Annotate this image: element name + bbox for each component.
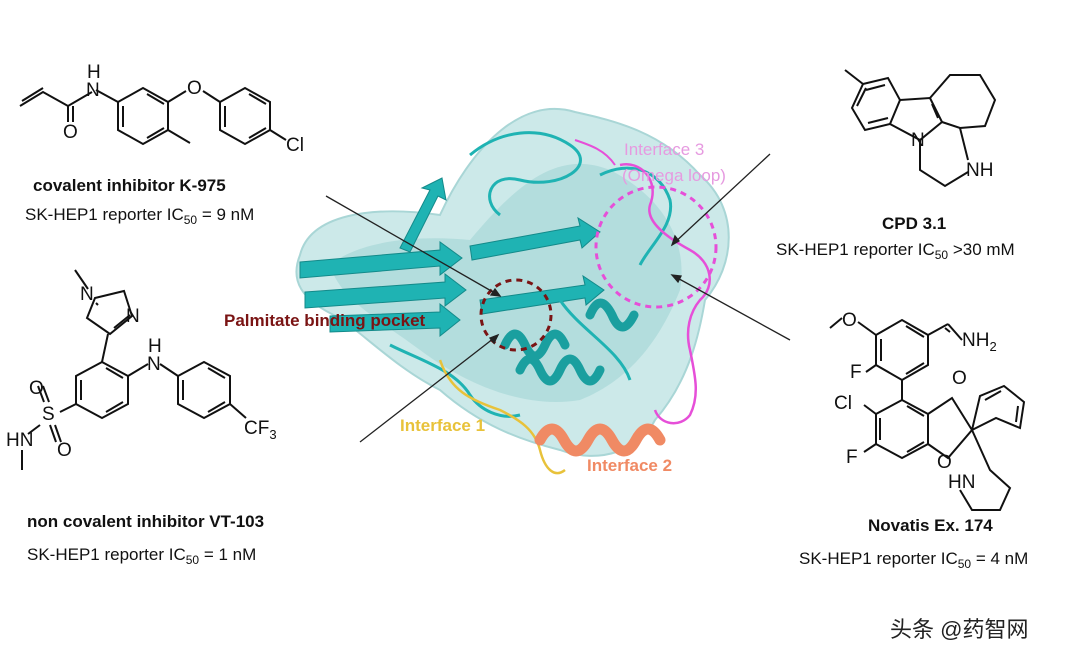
k975-name: covalent inhibitor K-975 bbox=[33, 176, 226, 195]
novartis-atom-o-amide: O bbox=[952, 368, 967, 389]
vt103-atom-h: H bbox=[148, 336, 162, 357]
pointer-vt103 bbox=[359, 334, 499, 443]
pointer-cpd31 bbox=[671, 153, 771, 246]
vt103-atom-hn: HN bbox=[6, 430, 34, 451]
novartis-atom-f1: F bbox=[850, 362, 862, 383]
novartis-atom-o-ring: O bbox=[937, 452, 952, 473]
vt103-atom-s: S bbox=[42, 404, 55, 425]
cpd31-name: CPD 3.1 bbox=[882, 214, 947, 233]
k975-atom-o-carbonyl: O bbox=[63, 122, 78, 143]
interface1-label: Interface 1 bbox=[400, 416, 486, 435]
novartis174-name: Novatis Ex. 174 bbox=[868, 516, 993, 535]
alpha-helices bbox=[500, 298, 639, 386]
novartis-atom-f2: F bbox=[846, 447, 858, 468]
watermark: 头条 @药智网 bbox=[890, 617, 1029, 642]
pointer-novartis bbox=[671, 274, 791, 341]
vt103-name: non covalent inhibitor VT-103 bbox=[27, 512, 265, 531]
vt103-atom-n: N bbox=[147, 354, 161, 375]
vt103-atom-o1: O bbox=[29, 378, 44, 399]
interface3-loop bbox=[619, 162, 711, 425]
protein-structure bbox=[295, 107, 730, 475]
k975-atom-o-ether: O bbox=[187, 78, 202, 99]
protein-surface-inner bbox=[330, 163, 682, 402]
interface1-loop bbox=[438, 359, 566, 475]
pointer-lines bbox=[325, 153, 791, 443]
vt103-atom-n-ring: N bbox=[126, 306, 140, 327]
k975-atom-h: H bbox=[87, 62, 101, 83]
loop-coils bbox=[389, 131, 673, 418]
structure-vt103 bbox=[21, 269, 247, 470]
cpd31-assay: SK-HEP1 reporter IC50 >30 mM bbox=[776, 240, 1015, 262]
structure-cpd31 bbox=[844, 69, 997, 188]
k975-atom-n: N bbox=[86, 80, 100, 101]
interface3-loop-2 bbox=[574, 139, 616, 166]
structure-k975 bbox=[19, 86, 287, 146]
novartis174-assay: SK-HEP1 reporter IC50 = 4 nM bbox=[799, 549, 1029, 571]
palmitate-pocket-label: Palmitate binding pocket bbox=[224, 311, 426, 330]
interface2-helix bbox=[534, 423, 666, 457]
cpd31-atom-n: N bbox=[911, 130, 925, 151]
novartis-atom-o-methoxy: O bbox=[842, 310, 857, 331]
interface2-label: Interface 2 bbox=[587, 456, 673, 475]
k975-atom-cl: Cl bbox=[286, 135, 304, 156]
interface3-label: Interface 3 bbox=[624, 140, 705, 159]
interface3-circle bbox=[594, 185, 718, 309]
pointer-k975 bbox=[325, 195, 501, 297]
vt103-atom-n-methyl: N bbox=[80, 284, 94, 305]
structure-novartis174 bbox=[829, 317, 1026, 511]
palmitate-pocket-circle bbox=[479, 278, 553, 352]
k975-assay: SK-HEP1 reporter IC50 = 9 nM bbox=[25, 205, 255, 227]
interface3-sublabel: (Omega loop) bbox=[622, 166, 726, 185]
beta-sheets bbox=[299, 177, 605, 338]
novartis-atom-cl: Cl bbox=[834, 393, 852, 414]
vt103-atom-o2: O bbox=[57, 440, 72, 461]
vt103-assay: SK-HEP1 reporter IC50 = 1 nM bbox=[27, 545, 257, 567]
vt103-atom-cf3: CF3 bbox=[244, 418, 277, 442]
cpd31-atom-nh: NH bbox=[966, 160, 994, 181]
novartis-atom-nh2: NH2 bbox=[962, 330, 997, 354]
novartis-atom-hn: HN bbox=[948, 472, 976, 493]
